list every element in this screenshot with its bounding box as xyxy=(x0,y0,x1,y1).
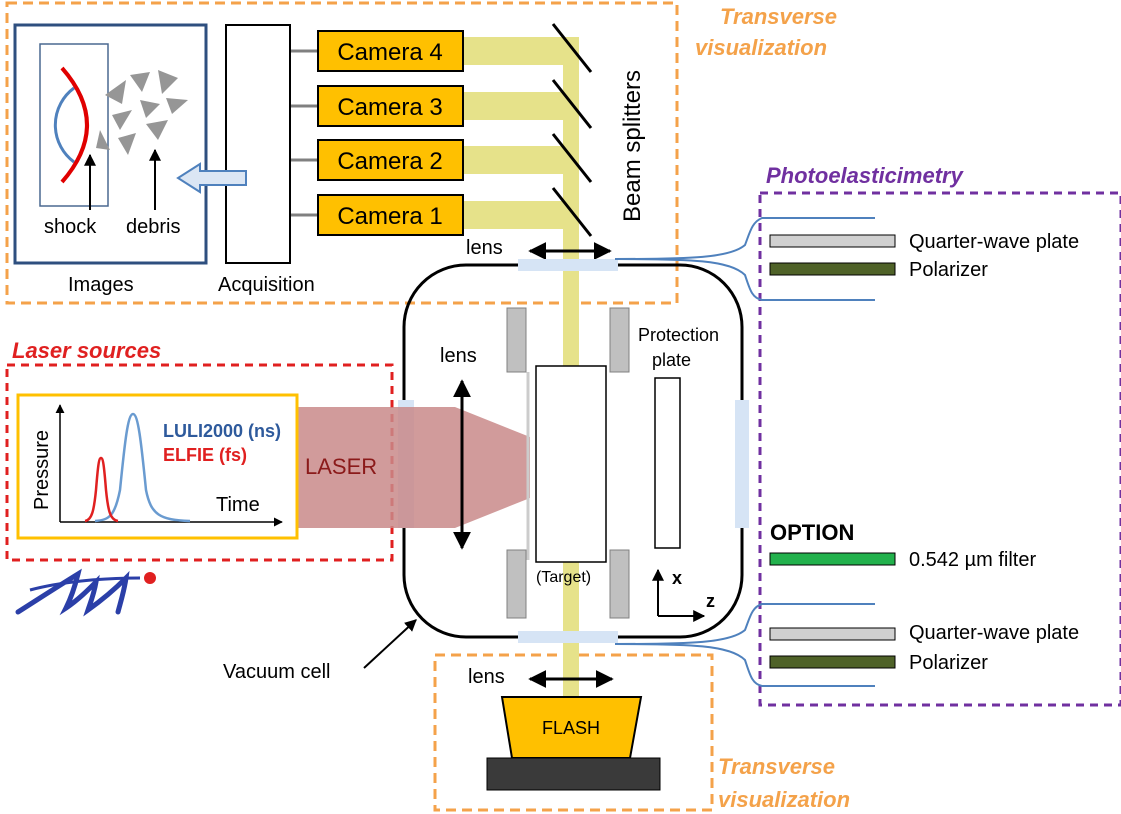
pulse-curve-elfie xyxy=(84,456,119,523)
qwp-top-label: Quarter-wave plate xyxy=(909,231,1079,253)
lens-left-label: lens xyxy=(440,345,477,367)
vacuum-cell-label: Vacuum cell xyxy=(223,661,330,683)
quarter-wave-plate-top xyxy=(769,234,896,248)
green-filter xyxy=(769,552,896,566)
images-inner-frame xyxy=(39,43,109,207)
transverse-top-title-1: Transverse xyxy=(720,4,837,29)
z-axis-label: z xyxy=(706,591,715,611)
right-window xyxy=(735,400,749,528)
lens-top-label: lens xyxy=(466,237,503,259)
laser-beam xyxy=(296,407,530,528)
target-holder-bottom-left xyxy=(506,549,527,619)
polarizer-top-label: Polarizer xyxy=(909,259,988,281)
quarter-wave-plate-bottom xyxy=(769,627,896,641)
laser-label: LASER xyxy=(305,454,377,479)
transverse-bottom-title-1: Transverse xyxy=(718,754,835,779)
polarizer-bottom-label: Polarizer xyxy=(909,652,988,674)
debris-label: debris xyxy=(126,216,180,238)
images-panel xyxy=(13,23,208,265)
camera-4-label: Camera 4 xyxy=(337,39,442,66)
camera-stack: Camera 4 Camera 3 Camera 2 Camera 1 xyxy=(290,30,464,236)
camera-4-box xyxy=(317,30,464,72)
debris-fragments xyxy=(96,70,188,155)
target-label: (Target) xyxy=(536,569,591,586)
photoelasticimetry-box xyxy=(758,191,1121,707)
photo-top-connector xyxy=(614,217,875,301)
transverse-visualization-bottom-box xyxy=(433,653,714,812)
beam-splitters xyxy=(551,23,593,237)
protection-label-2: plate xyxy=(652,350,691,370)
transverse-visualization-top-box xyxy=(5,1,679,305)
lens-bottom-label: lens xyxy=(468,666,505,688)
acquisition-label: Acquisition xyxy=(218,274,315,296)
shock-front-blue xyxy=(53,86,75,164)
camera-2-box xyxy=(317,139,464,181)
transverse-bottom-title-2: visualization xyxy=(718,787,850,812)
acquisition-box xyxy=(225,24,291,264)
camera-2-label: Camera 2 xyxy=(337,148,442,175)
qwp-bottom-label: Quarter-wave plate xyxy=(909,622,1079,644)
pulse-plot-x-label: Time xyxy=(216,494,260,516)
pulse-curve-luli2000 xyxy=(94,412,191,523)
top-window xyxy=(518,259,618,271)
option-label: OPTION xyxy=(770,520,854,545)
camera-3-box xyxy=(317,85,464,127)
camera-3-label: Camera 3 xyxy=(337,94,442,121)
legend-elfie: ELFIE (fs) xyxy=(163,445,247,465)
target xyxy=(535,365,607,563)
vacuum-cell-pointer xyxy=(363,619,417,669)
x-axis-label: x xyxy=(672,568,682,588)
transverse-top-title-2: visualization xyxy=(695,35,827,60)
shock-label: shock xyxy=(44,216,97,238)
transfer-arrow xyxy=(176,162,247,194)
pulse-plot-y-label: Pressure xyxy=(31,430,53,510)
polarizer-bottom xyxy=(769,655,896,669)
protection-label-1: Protection xyxy=(638,325,719,345)
laser-sources-title: Laser sources xyxy=(12,338,161,363)
target-holder-top-left xyxy=(506,307,527,373)
images-label: Images xyxy=(68,274,134,296)
beam-splitters-label: Beam splitters xyxy=(619,70,646,222)
camera-1-label: Camera 1 xyxy=(337,203,442,230)
flash-base xyxy=(486,757,661,791)
camera-1-box xyxy=(317,194,464,236)
luli-logo xyxy=(15,568,156,617)
legend-luli2000: LULI2000 (ns) xyxy=(163,421,281,441)
shock-front-red xyxy=(60,66,89,184)
polarizer-top xyxy=(769,262,896,276)
filter-label: 0.542 µm filter xyxy=(909,549,1036,571)
photo-bottom-connector xyxy=(614,603,875,687)
photoelasticimetry-title: Photoelasticimetry xyxy=(766,163,965,188)
bottom-window xyxy=(518,631,618,643)
protection-plate xyxy=(654,377,681,549)
target-holder-top-right xyxy=(609,307,630,373)
target-holder-bottom-right xyxy=(609,549,630,619)
flash-label: FLASH xyxy=(542,718,600,738)
